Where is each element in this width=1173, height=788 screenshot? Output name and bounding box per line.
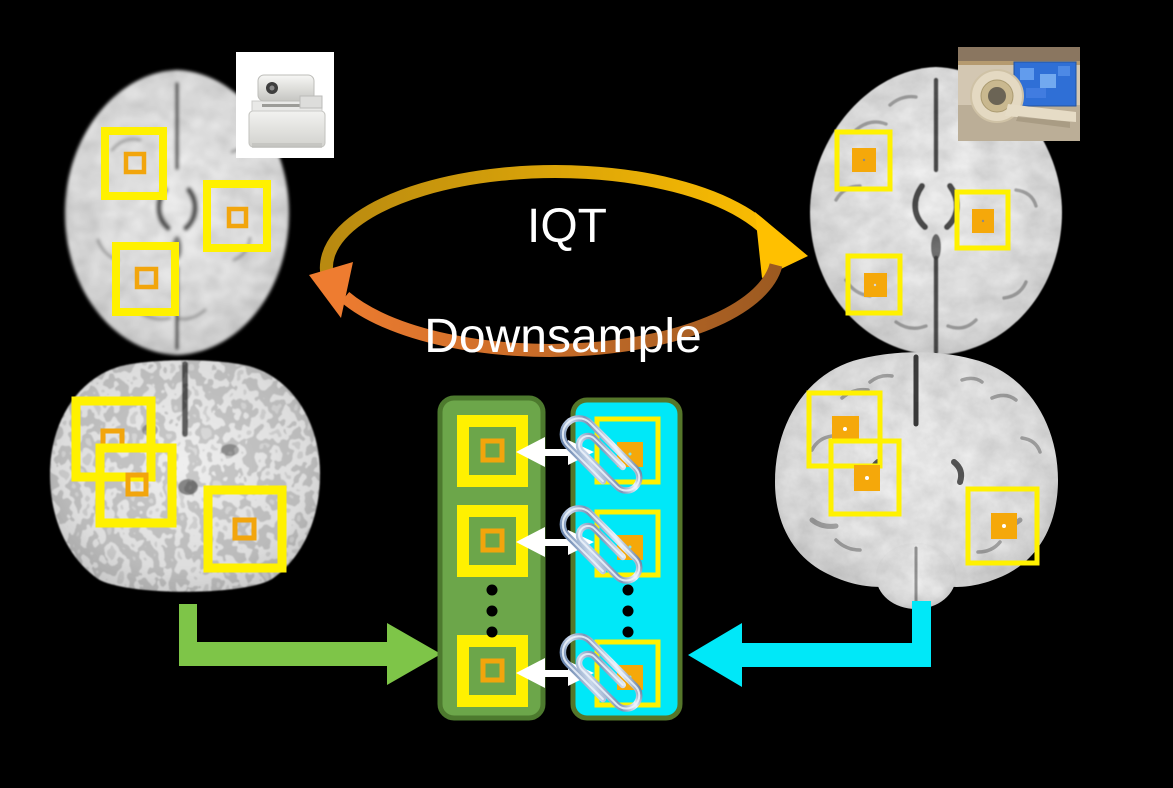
brain-coronal-high-res bbox=[775, 352, 1058, 609]
patch-boxes-top-right bbox=[834, 129, 1011, 316]
scanner-photo-lowfield bbox=[236, 52, 334, 158]
patch-box bbox=[965, 486, 1040, 566]
patch-center-box bbox=[134, 266, 159, 290]
patch-box bbox=[95, 443, 177, 528]
downsample-arrow bbox=[309, 262, 783, 357]
green-panel-patch bbox=[457, 415, 528, 487]
green-patch-panel bbox=[437, 395, 546, 721]
downsample-label: Downsample bbox=[424, 310, 701, 363]
scanner-photo-highfield bbox=[958, 47, 1080, 141]
patch-box bbox=[203, 180, 271, 252]
patch-box bbox=[112, 242, 179, 316]
patch-center-box bbox=[232, 517, 257, 541]
patch-center-box bbox=[125, 472, 149, 497]
brain-axial-low-quality bbox=[65, 70, 289, 355]
cyan-panel-ellipsis bbox=[622, 584, 634, 638]
cyan-elbow-arrow bbox=[688, 601, 931, 687]
patch-box bbox=[954, 189, 1011, 251]
patch-box bbox=[828, 438, 902, 517]
green-panel-patch bbox=[457, 505, 528, 577]
patch-box bbox=[203, 485, 287, 573]
patch-box bbox=[71, 396, 156, 482]
patch-box bbox=[845, 253, 903, 316]
patch-center-box bbox=[123, 151, 147, 175]
green-panel-ellipsis bbox=[486, 584, 498, 638]
patch-center-box bbox=[226, 206, 249, 229]
patch-boxes-top-left bbox=[101, 127, 271, 316]
green-elbow-arrow bbox=[179, 604, 441, 685]
downsample-arrowhead bbox=[309, 262, 353, 318]
iqt-label: IQT bbox=[527, 200, 607, 253]
patch-box bbox=[834, 129, 893, 192]
patch-boxes-bottom-right bbox=[806, 390, 1040, 566]
patch-box bbox=[806, 390, 883, 469]
iqt-arrow bbox=[319, 165, 808, 295]
patch-boxes-bottom-left bbox=[71, 396, 287, 573]
green-panel-patch bbox=[457, 635, 528, 707]
patch-box bbox=[101, 127, 167, 200]
iqt-arrowhead bbox=[755, 212, 808, 278]
